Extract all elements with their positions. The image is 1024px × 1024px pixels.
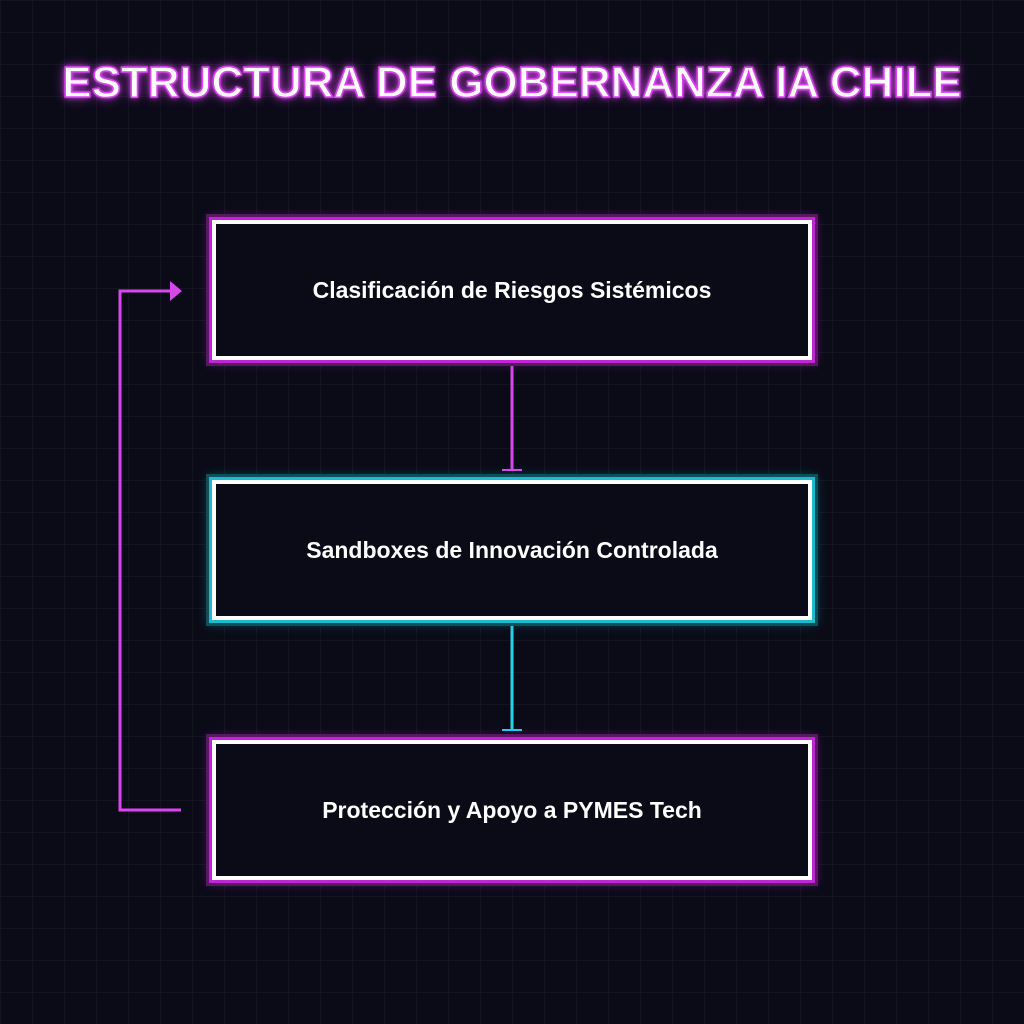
diagram-title: ESTRUCTURA DE GOBERNANZA IA CHILE bbox=[61, 57, 962, 108]
node-risk-classification: Clasificación de Riesgos Sistémicos bbox=[212, 220, 812, 360]
node-innovation-sandboxes: Sandboxes de Innovación Controlada bbox=[212, 480, 812, 620]
node-sme-support: Protección y Apoyo a PYMES Tech bbox=[212, 740, 812, 880]
feedback-loop-connector bbox=[118, 289, 181, 812]
feedback-loop-arrowhead bbox=[170, 281, 182, 301]
node-label: Protección y Apoyo a PYMES Tech bbox=[322, 796, 702, 823]
node-label: Sandboxes de Innovación Controlada bbox=[306, 536, 718, 563]
node-label: Clasificación de Riesgos Sistémicos bbox=[312, 276, 712, 303]
